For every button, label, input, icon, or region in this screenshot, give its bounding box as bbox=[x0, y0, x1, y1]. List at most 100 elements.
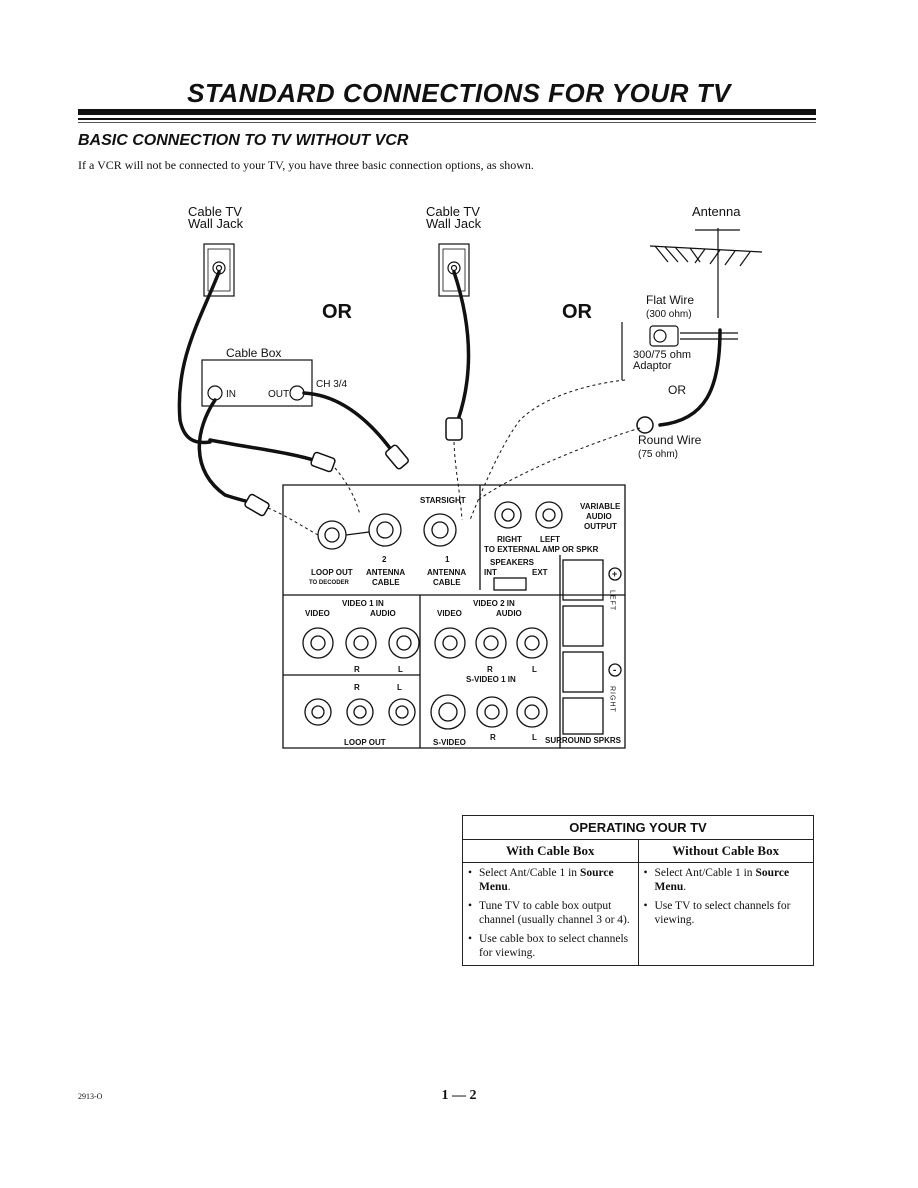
cable-box-out bbox=[302, 391, 397, 457]
list-item: Tune TV to cable box output channel (usu… bbox=[468, 899, 634, 927]
starsight-label: STARSIGHT bbox=[420, 496, 466, 505]
section-heading: BASIC CONNECTION TO TV WITHOUT VCR bbox=[78, 132, 409, 149]
list-item: Use cable box to select channels for vie… bbox=[468, 932, 634, 960]
video1-r-label: R bbox=[354, 665, 360, 674]
doc-code: 2913-O bbox=[78, 1092, 103, 1101]
cable-jack2 bbox=[452, 270, 471, 422]
surround-label: SURROUND SPKRS bbox=[545, 736, 622, 745]
minus-label: - bbox=[613, 665, 616, 676]
video2-r-label: R bbox=[487, 665, 493, 674]
flat-wire-ohm: (300 ohm) bbox=[646, 309, 692, 320]
svideo1-in-label: S-VIDEO 1 IN bbox=[466, 675, 516, 684]
cable-jack1-alt bbox=[197, 398, 262, 507]
ch34-label: CH 3/4 bbox=[316, 379, 348, 390]
list-item: Use TV to select channels for viewing. bbox=[644, 899, 810, 927]
connection-diagram: Cable TV Wall Jack Cable TV Wall Jack An… bbox=[177, 204, 763, 749]
video2-l-label: L bbox=[532, 665, 537, 674]
wall-jack-1 bbox=[203, 243, 235, 297]
intro-text: If a VCR will not be connected to your T… bbox=[78, 158, 534, 172]
video2-video-label: VIDEO bbox=[437, 609, 462, 618]
video2-in-label: VIDEO 2 IN bbox=[473, 599, 515, 608]
page-number: 1 — 2 bbox=[441, 1088, 477, 1103]
jack2-label-line1: Cable TV bbox=[426, 204, 480, 219]
adaptor-line1: 300/75 ohm bbox=[633, 349, 691, 361]
loopout-r-label: R bbox=[354, 683, 360, 692]
with-cable-box-heading: With Cable Box bbox=[463, 840, 638, 863]
adaptor-line2: Adaptor bbox=[633, 360, 672, 372]
antenna-icon bbox=[649, 228, 763, 318]
video2-audio-r-jack bbox=[475, 627, 507, 659]
speaker-terminal-1 bbox=[562, 559, 604, 601]
jack2-label-line2: Wall Jack bbox=[426, 216, 482, 231]
round-wire-label: Round Wire bbox=[638, 433, 702, 447]
svideo-l-label: L bbox=[532, 733, 537, 742]
left-vertical-label: LEFT bbox=[609, 590, 616, 611]
svideo-r-label: R bbox=[490, 733, 496, 742]
video1-l-label: L bbox=[398, 665, 403, 674]
video1-video-label: VIDEO bbox=[305, 609, 330, 618]
speaker-terminal-3 bbox=[562, 651, 604, 693]
video1-audio-l-jack bbox=[388, 627, 420, 659]
left-label: LEFT bbox=[540, 535, 560, 544]
list-item: Select Ant/Cable 1 in Source Menu. bbox=[468, 866, 634, 894]
antenna-2-label: ANTENNA bbox=[366, 568, 405, 577]
speaker-switch bbox=[493, 577, 527, 591]
page-title: STANDARD CONNECTIONS FOR YOUR TV bbox=[187, 78, 731, 108]
list-item: Select Ant/Cable 1 in Source Menu. bbox=[644, 866, 810, 894]
video2-audio-l-jack bbox=[516, 627, 548, 659]
plus-terminal-icon bbox=[608, 567, 622, 581]
speaker-terminal-4 bbox=[562, 697, 604, 735]
cable-round-wire bbox=[658, 328, 722, 427]
cable-box-out-label: OUT bbox=[268, 389, 289, 400]
antenna-cable-1-jack bbox=[423, 513, 457, 547]
antenna-1-label: ANTENNA bbox=[427, 568, 466, 577]
plus-label: + bbox=[612, 569, 617, 579]
jack1-label-line2: Wall Jack bbox=[188, 216, 244, 231]
title-rule-thick bbox=[78, 109, 816, 115]
s-video-label: S-VIDEO bbox=[433, 738, 466, 747]
variable-label: VARIABLE bbox=[580, 502, 621, 511]
to-external-label: TO EXTERNAL AMP OR SPKR bbox=[484, 545, 599, 554]
cable-box-label: Cable Box bbox=[226, 346, 281, 360]
right-label: RIGHT bbox=[497, 535, 522, 544]
variable-audio-left-jack bbox=[535, 501, 563, 529]
loop-out-jack bbox=[317, 520, 347, 550]
without-cable-box-heading: Without Cable Box bbox=[638, 840, 813, 863]
audio-label: AUDIO bbox=[586, 512, 612, 521]
svideo1-l-jack bbox=[516, 696, 548, 728]
cable-box-in-connector bbox=[207, 385, 223, 401]
round-wire-ohm: (75 ohm) bbox=[638, 449, 678, 460]
or-label-1: OR bbox=[322, 301, 353, 323]
cable-box-out-connector bbox=[289, 385, 305, 401]
video1-audio-r-jack bbox=[345, 627, 377, 659]
minus-terminal-icon bbox=[608, 663, 622, 677]
loop-out-bottom-label: LOOP OUT bbox=[344, 738, 386, 747]
tv-back-panel bbox=[282, 484, 626, 749]
num1-label: 1 bbox=[445, 555, 450, 564]
loopout-l-jack bbox=[388, 698, 416, 726]
cable-2-label: CABLE bbox=[372, 578, 400, 587]
operating-heading: OPERATING YOUR TV bbox=[463, 816, 813, 840]
right-vertical-label: RIGHT bbox=[609, 686, 616, 713]
loop-out-label: LOOP OUT bbox=[311, 568, 353, 577]
video2-video-jack bbox=[434, 627, 466, 659]
with-cable-box-column: With Cable Box Select Ant/Cable 1 in Sou… bbox=[463, 840, 638, 965]
svideo1-r-jack bbox=[476, 696, 508, 728]
antenna-cable-2-jack bbox=[368, 513, 402, 547]
cable-box-in-label: IN bbox=[226, 389, 236, 400]
video1-in-label: VIDEO 1 IN bbox=[342, 599, 384, 608]
int-label: INT bbox=[484, 568, 497, 577]
ext-label: EXT bbox=[532, 568, 548, 577]
title-rule-thin bbox=[78, 118, 816, 120]
loopout-l-label: L bbox=[397, 683, 402, 692]
num2-label: 2 bbox=[382, 555, 387, 564]
speakers-label: SPEAKERS bbox=[490, 558, 535, 567]
video1-video-jack bbox=[302, 627, 334, 659]
loopout-video-jack bbox=[304, 698, 332, 726]
flat-wire-label: Flat Wire bbox=[646, 293, 694, 307]
video1-audio-label: AUDIO bbox=[370, 609, 396, 618]
jack1-label-line1: Cable TV bbox=[188, 204, 242, 219]
cable-1-label: CABLE bbox=[433, 578, 461, 587]
adaptor-icon bbox=[649, 325, 738, 347]
to-decoder-label: TO DECODER bbox=[309, 580, 350, 586]
